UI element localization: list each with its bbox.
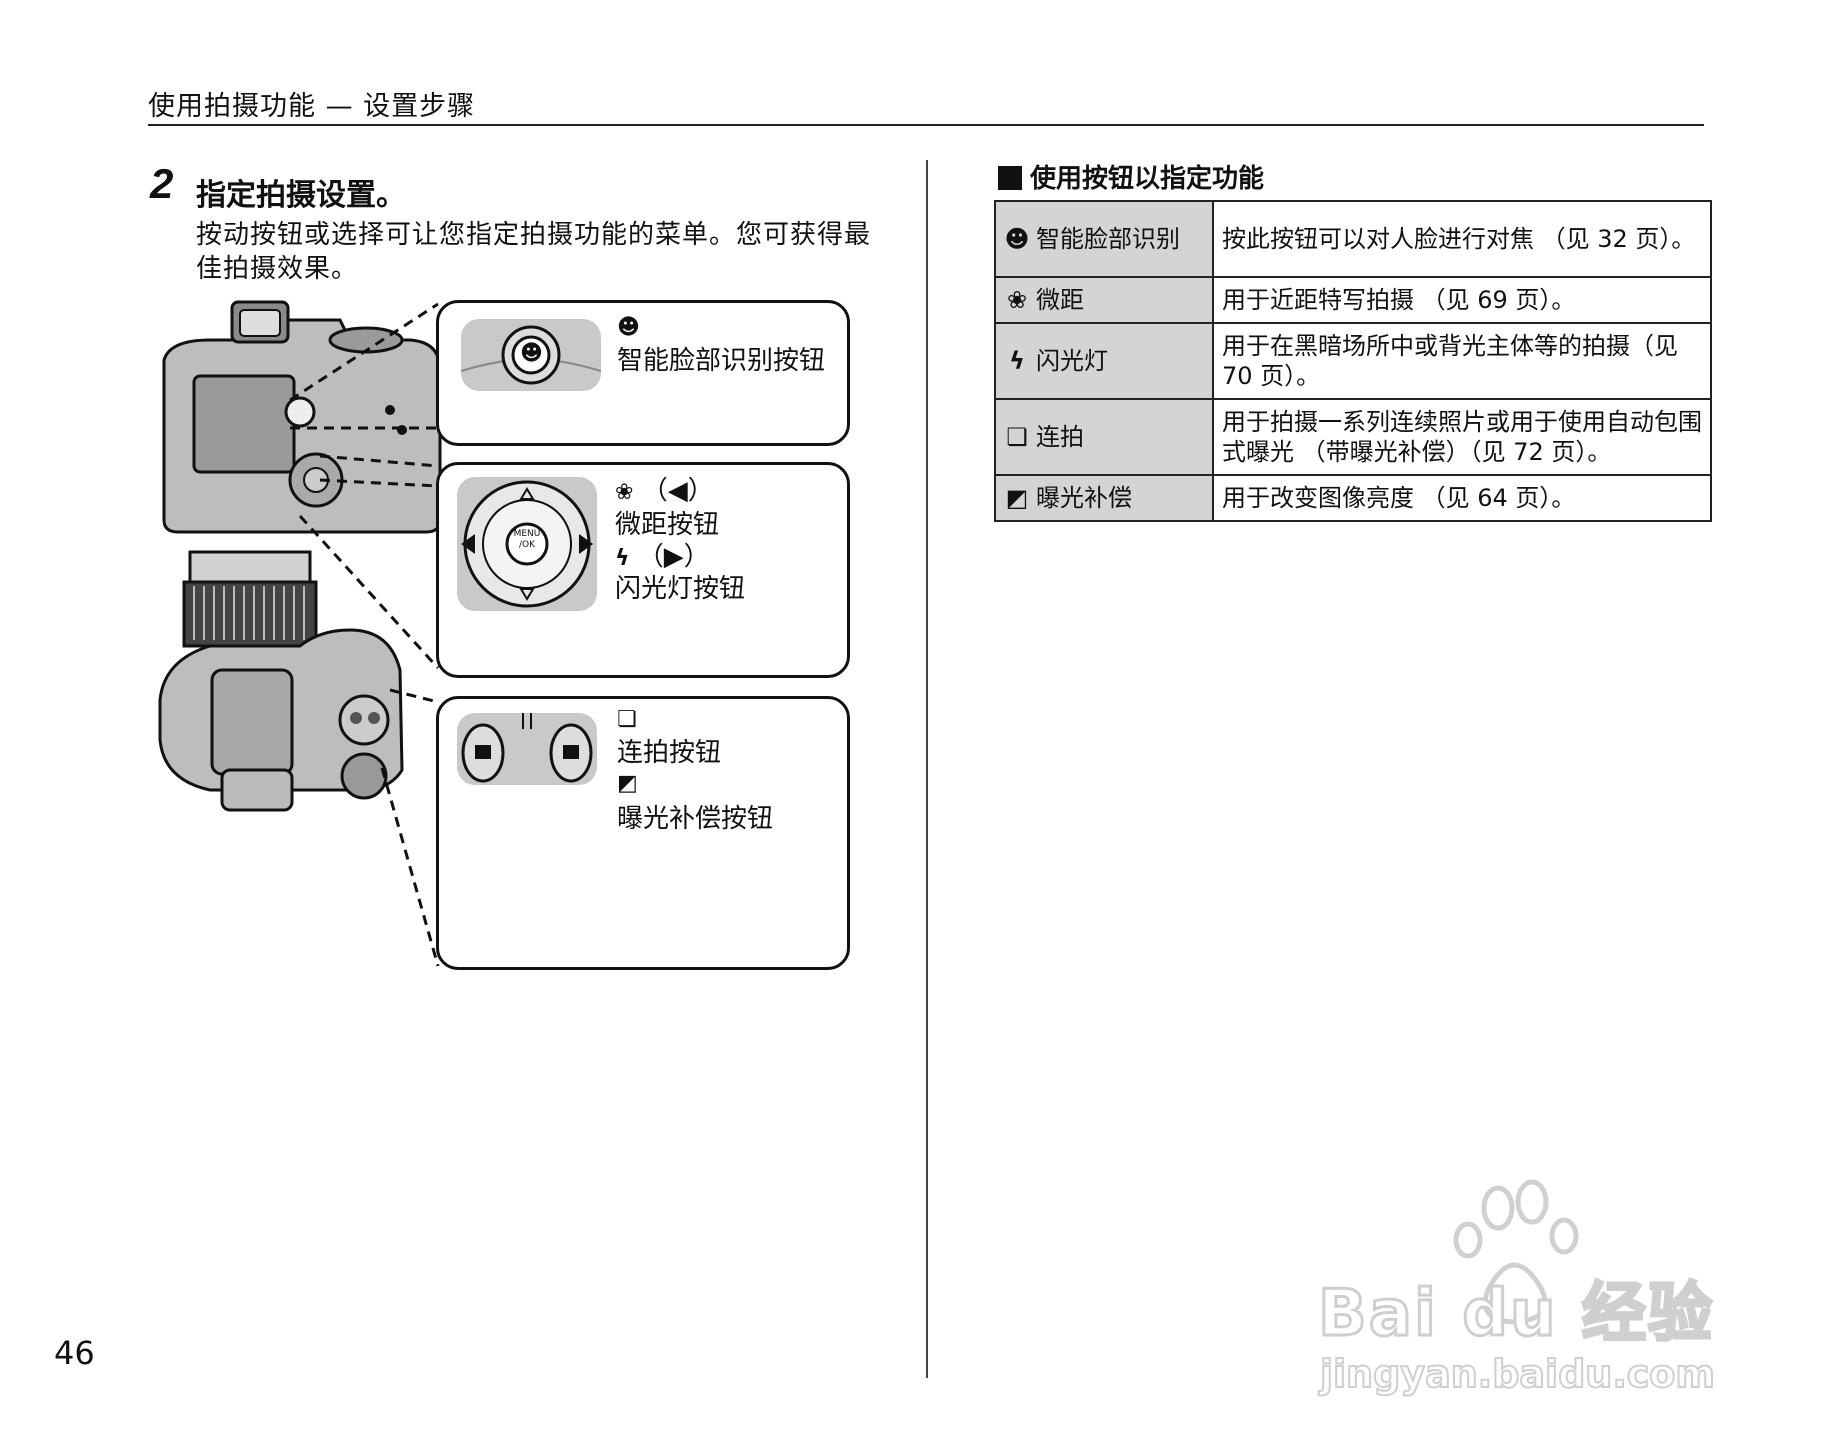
table-cell-name: ϟ 闪光灯 xyxy=(994,322,1214,400)
macro-arrow: （◀） xyxy=(641,476,714,506)
exposure-comp-icon: ◩ xyxy=(617,771,638,796)
table-row: ◩曝光补偿 用于改变图像亮度 （见 64 页）。 xyxy=(994,474,1712,522)
camera-illustration xyxy=(158,300,442,812)
callout-face-detection: ☻ ☻ 智能脸部识别按钮 xyxy=(436,300,850,446)
flash-button-label: 闪光灯按钮 xyxy=(615,574,746,604)
step-number: 2 xyxy=(150,160,174,207)
table-row: ☻智能脸部识别 按此按钮可以对人脸进行对焦 （见 32 页）。 xyxy=(994,200,1712,278)
watermark-url: jingyan.baidu.com xyxy=(1319,1351,1716,1397)
table-row: ϟ 闪光灯 用于在黑暗场所中或背光主体等的拍摄（见 70 页）。 xyxy=(994,322,1712,400)
flash-icon: ϟ xyxy=(1009,347,1025,375)
table-row: ❀ 微距 用于近距特写拍摄 （见 69 页）。 xyxy=(994,276,1712,324)
burst-exposure-thumbnail xyxy=(457,713,597,785)
section-title-text: 使用按钮以指定功能 xyxy=(1030,164,1265,194)
section-bullet-icon xyxy=(998,166,1022,190)
table-cell-desc: 用于近距特写拍摄 （见 69 页）。 xyxy=(1212,276,1712,324)
watermark-brand: Bai du 经验 xyxy=(1317,1276,1714,1353)
macro-button-label: 微距按钮 xyxy=(615,510,720,540)
row-name: 微距 xyxy=(1036,286,1084,314)
table-cell-name: ◩曝光补偿 xyxy=(994,474,1214,522)
face-detection-label-icon: ☻ xyxy=(617,315,640,340)
face-detection-icon: ☻ xyxy=(1004,225,1030,253)
callout-burst-exposure: ❏ 连拍按钮 ◩ 曝光补偿按钮 xyxy=(436,696,850,970)
callout-selector: MENU /OK ❀ （◀） 微距按钮 ϟ （▶） 闪光灯按钮 xyxy=(436,462,850,678)
table-cell-desc: 用于拍摄一系列连续照片或用于使用自动包围式曝光 （带曝光补偿）（见 72 页）。 xyxy=(1212,398,1712,476)
selector-thumbnail: MENU /OK xyxy=(457,477,597,611)
leader-lines xyxy=(289,302,440,967)
table-cell-name: ❀ 微距 xyxy=(994,276,1214,324)
row-name: 闪光灯 xyxy=(1036,347,1108,375)
macro-icon: ❀ xyxy=(1006,286,1028,314)
burst-button-label: 连拍按钮 xyxy=(617,738,722,768)
burst-icon: ❏ xyxy=(1006,423,1028,451)
table-row: ❏ 连拍 用于拍摄一系列连续照片或用于使用自动包围式曝光 （带曝光补偿）（见 72… xyxy=(994,398,1712,476)
macro-row: ❀ （◀） xyxy=(615,475,714,509)
table-cell-name: ☻智能脸部识别 xyxy=(994,200,1214,278)
page-header-title: 使用拍摄功能 — 设置步骤 xyxy=(148,91,476,122)
burst-icon: ❏ xyxy=(617,707,637,732)
row-name: 智能脸部识别 xyxy=(1036,225,1180,253)
table-cell-desc: 用于改变图像亮度 （见 64 页）。 xyxy=(1212,474,1712,522)
exposure-comp-icon: ◩ xyxy=(1005,484,1029,512)
flash-row: ϟ （▶） xyxy=(615,541,710,575)
row-name: 连拍 xyxy=(1036,423,1084,451)
baidu-watermark: Bai du 经验 jingyan.baidu.com xyxy=(1317,1170,1748,1400)
paw-logo-icon xyxy=(1453,1179,1579,1325)
camera-top-view xyxy=(158,550,404,812)
table-cell-name: ❏ 连拍 xyxy=(994,398,1214,476)
step-title: 指定拍摄设置。 xyxy=(196,178,406,213)
exposure-comp-button-label: 曝光补偿按钮 xyxy=(617,804,774,834)
table-cell-desc: 按此按钮可以对人脸进行对焦 （见 32 页）。 xyxy=(1212,200,1712,278)
row-name: 曝光补偿 xyxy=(1036,484,1132,512)
feature-table: ☻智能脸部识别 按此按钮可以对人脸进行对焦 （见 32 页）。 ❀ 微距 用于近距… xyxy=(994,200,1712,522)
step-description: 按动按钮或选择可让您指定拍摄功能的菜单。您可获得最佳拍摄效果。 xyxy=(196,220,872,284)
page-number: 46 xyxy=(54,1334,95,1372)
header-rule xyxy=(148,124,1704,126)
face-detection-button-label: 智能脸部识别按钮 xyxy=(617,346,826,376)
column-divider xyxy=(926,160,928,1378)
face-detection-button-thumbnail: ☻ xyxy=(461,319,601,391)
menu-ok-label: MENU /OK xyxy=(513,529,541,550)
flash-icon: ϟ xyxy=(615,546,630,571)
flash-arrow: （▶） xyxy=(637,542,710,572)
section-title: 使用按钮以指定功能 xyxy=(998,158,1264,195)
table-cell-desc: 用于在黑暗场所中或背光主体等的拍摄（见 70 页）。 xyxy=(1212,322,1712,400)
macro-icon: ❀ xyxy=(615,480,634,505)
face-detection-icon: ☻ xyxy=(520,341,543,366)
